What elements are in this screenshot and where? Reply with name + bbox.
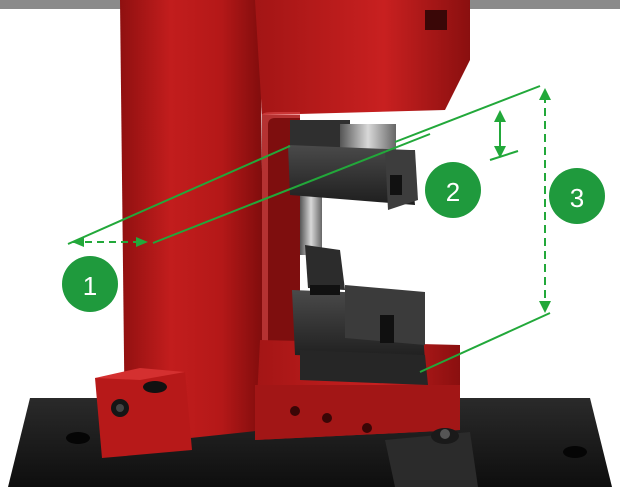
guide-post	[300, 195, 322, 255]
dimension-lines	[67, 85, 551, 373]
callout-1: 1	[62, 256, 118, 312]
callout-3: 3	[549, 168, 605, 224]
callout-1-label: 1	[83, 271, 97, 301]
callout-2: 2	[425, 162, 481, 218]
callout-2-label: 2	[446, 177, 460, 207]
lower-die	[292, 245, 428, 385]
base-clamp	[385, 428, 478, 487]
callout-2-badge	[425, 162, 481, 218]
upper-die	[288, 120, 418, 210]
red-frame	[95, 0, 470, 458]
callout-3-label: 3	[570, 183, 584, 213]
callout-1-badge	[62, 256, 118, 312]
callout-3-badge	[549, 168, 605, 224]
